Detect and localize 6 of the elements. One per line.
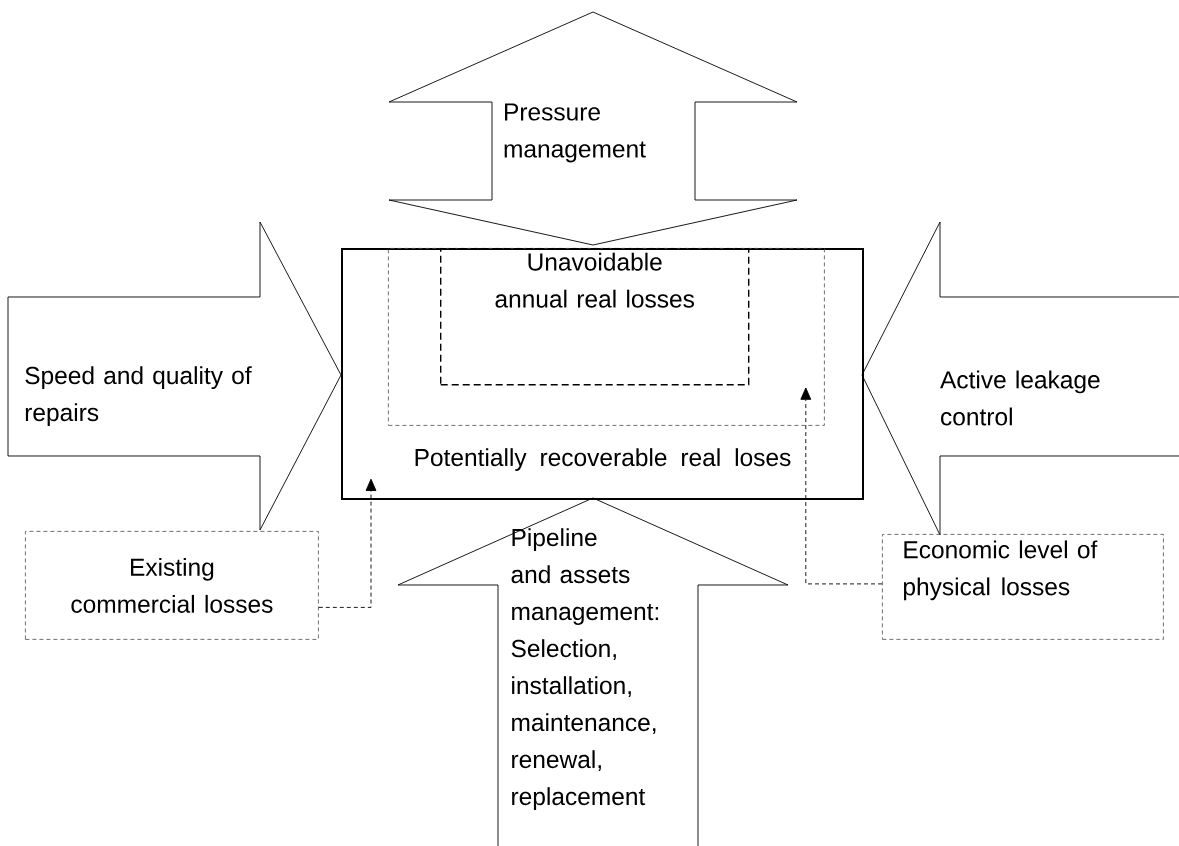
dashed-box: Unavoidable annual real losses: [440, 248, 750, 386]
dashed-box: Existing commercial losses: [25, 531, 319, 640]
dashed-box: Economic level of physical losses: [882, 534, 1164, 640]
arrow: [318, 478, 377, 608]
arrow: [800, 387, 883, 585]
dashed-box: [388, 248, 825, 426]
